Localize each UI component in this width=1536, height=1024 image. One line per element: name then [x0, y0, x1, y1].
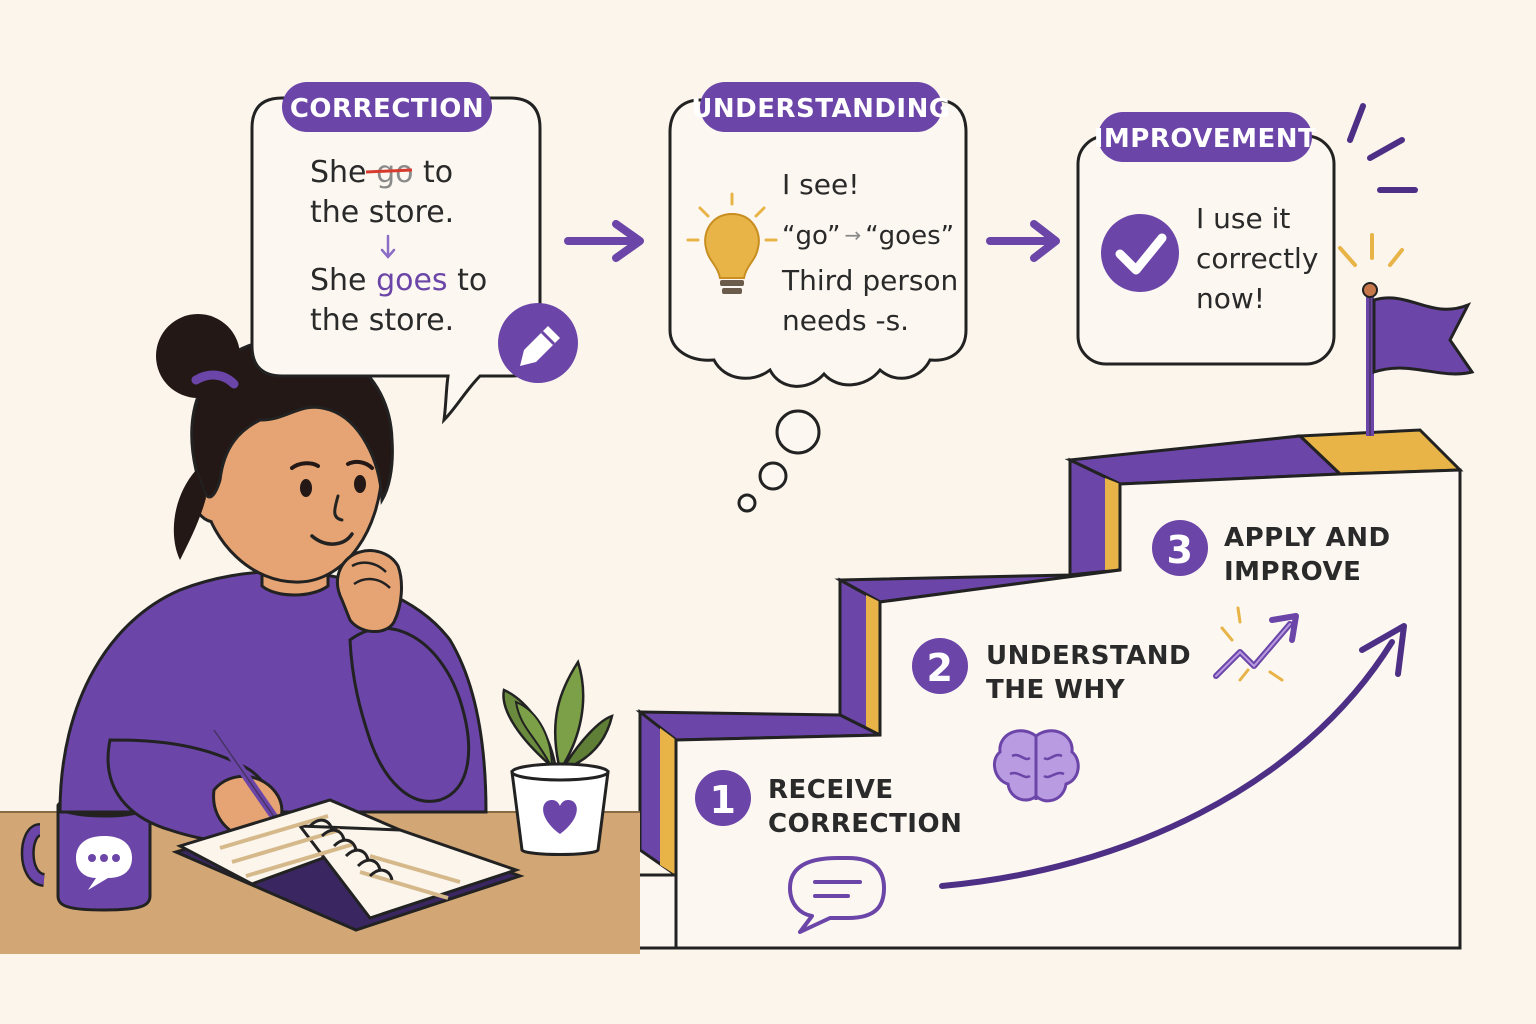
step-1: 1 RECEIVE CORRECTION [695, 770, 962, 934]
thought-dot-small [737, 493, 757, 513]
thought-dot-medium [758, 461, 788, 491]
speech-bubble-icon [788, 856, 886, 934]
correction-sentence-wrong: She go to [310, 155, 453, 190]
progress-arrow-icon [939, 623, 1407, 889]
improvement-badge [1098, 112, 1312, 162]
understanding-badge [700, 82, 942, 132]
step-3-title-line1: APPLY AND [1224, 523, 1391, 553]
correction-badge-label: CORRECTION [290, 94, 484, 124]
correction-card: CORRECTION She go to the store. She goes… [250, 82, 578, 425]
heart-icon [543, 800, 577, 834]
improvement-line1: I use it [1196, 202, 1290, 235]
pencil-icon [498, 303, 578, 383]
step-3-number-badge [1152, 520, 1208, 576]
understanding-badge-label: UNDERSTANDING [691, 94, 950, 124]
step-1-number-badge [695, 770, 751, 826]
step-2-title-line1: UNDERSTAND [986, 641, 1191, 671]
correction-badge [282, 82, 492, 132]
strikethrough-line [365, 168, 413, 174]
staircase [622, 428, 1464, 950]
chat-bubble-icon [76, 836, 132, 890]
step-1-title-line1: RECEIVE [768, 775, 894, 805]
step-2-number: 2 [927, 646, 954, 690]
improvement-card: IMPROVEMENT I use it correctly now! [1076, 112, 1336, 366]
right-word: goes [376, 263, 447, 298]
step-1-title-line2: CORRECTION [768, 809, 962, 839]
understanding-card: UNDERSTANDING I see! “go”→“goes” Third p… [668, 82, 968, 513]
flow-arrow-2 [986, 220, 1060, 262]
understanding-line1: I see! [782, 168, 859, 201]
understanding-rule: “go”→“goes” [782, 221, 954, 251]
goal-flag [1338, 103, 1475, 436]
brain-icon [992, 729, 1080, 803]
potted-plant [502, 659, 614, 856]
step-3-number: 3 [1167, 528, 1194, 572]
correction-sentence-right: She goes to [310, 263, 487, 298]
improvement-line2: correctly [1196, 242, 1318, 275]
lightbulb-icon [686, 192, 778, 294]
step-1-number: 1 [710, 778, 737, 822]
step-2-title-line2: THE WHY [986, 675, 1126, 705]
thought-dot-large [775, 409, 821, 455]
step-3: 3 APPLY AND IMPROVE [1152, 520, 1391, 682]
rule-arrow: → [844, 223, 861, 247]
step-2: 2 UNDERSTAND THE WHY [912, 638, 1191, 803]
student-person [58, 314, 488, 843]
understanding-line3: Third person [781, 264, 958, 297]
flow-arrow-1 [564, 220, 644, 262]
growth-arrow-icon [1213, 606, 1299, 682]
checkmark-icon [1101, 214, 1179, 292]
improvement-badge-label: IMPROVEMENT [1094, 124, 1317, 154]
improvement-line3: now! [1196, 282, 1265, 315]
down-arrow-icon [380, 234, 396, 259]
step-3-title-line2: IMPROVE [1224, 557, 1361, 587]
correction-line2: the store. [310, 195, 454, 230]
step-2-number-badge [912, 638, 968, 694]
understanding-line4: needs -s. [782, 304, 909, 337]
correction-line4: the store. [310, 303, 454, 338]
notebook [171, 798, 525, 932]
